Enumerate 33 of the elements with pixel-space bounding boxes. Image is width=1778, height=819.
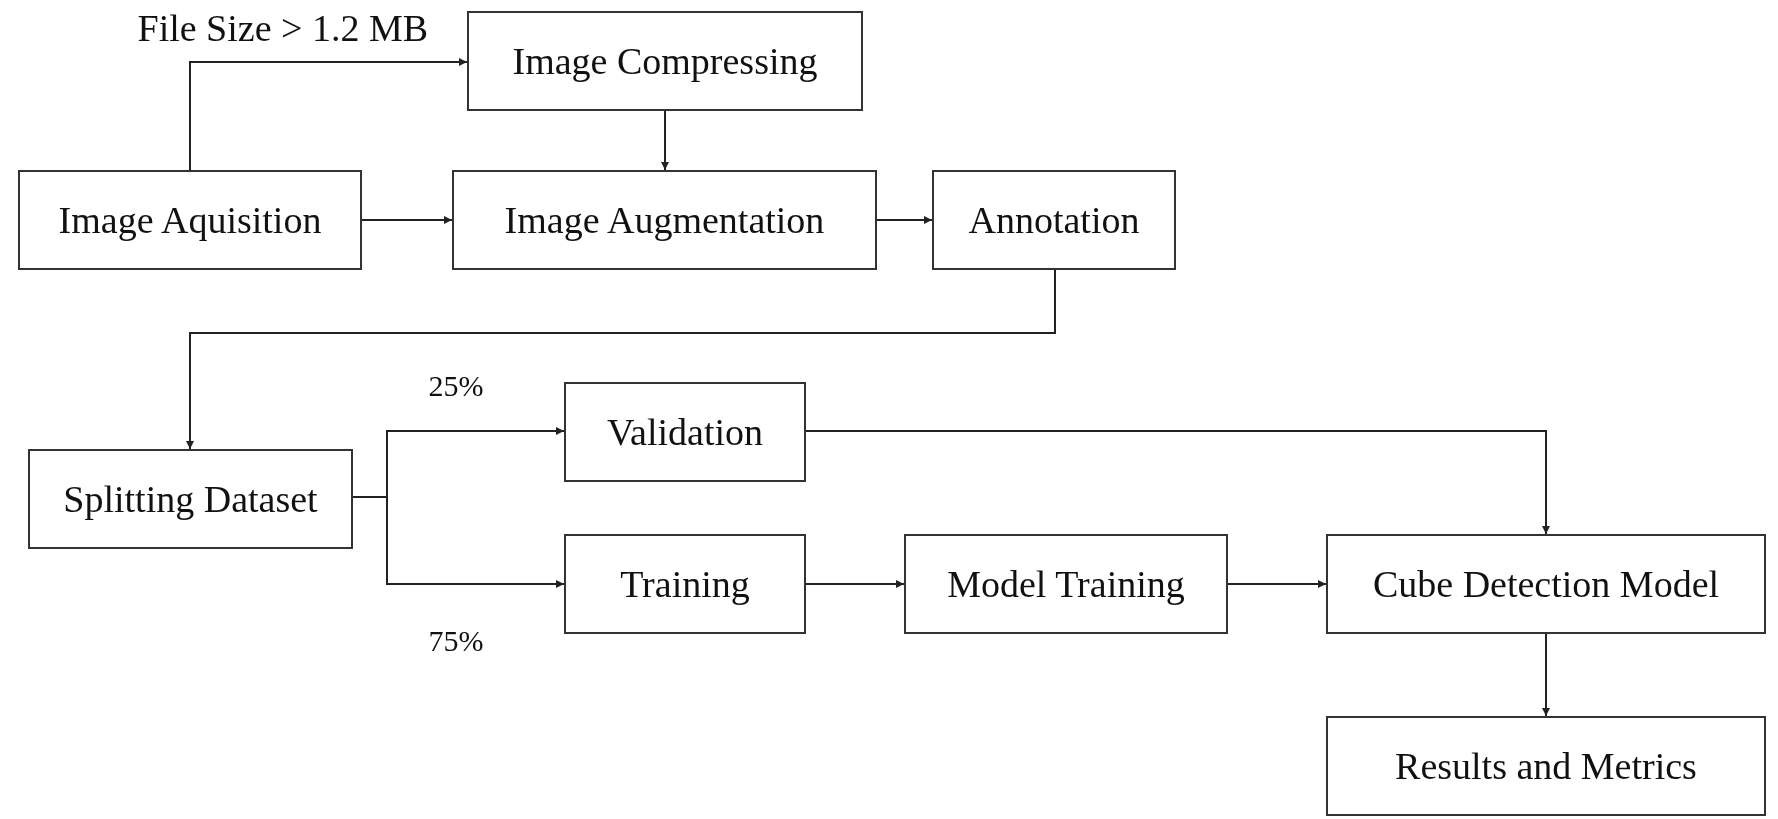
process-box xyxy=(932,170,1176,270)
arrow xyxy=(186,269,1056,450)
process-box xyxy=(467,11,863,111)
box-label: Validation xyxy=(606,410,764,454)
edge-label: 75% xyxy=(428,626,484,656)
box-label: Results and Metrics xyxy=(1395,744,1697,788)
arrow xyxy=(361,216,453,224)
arrow xyxy=(1227,580,1327,588)
arrow xyxy=(189,58,468,171)
edge-label: File Size > 1.2 MB xyxy=(137,9,429,47)
process-box xyxy=(564,382,806,482)
edge-label: 25% xyxy=(428,371,484,401)
process-box xyxy=(904,534,1228,634)
box-label: Cube Detection Model xyxy=(1372,562,1720,606)
box-label: Annotation xyxy=(968,198,1140,242)
box-label: Image Augmentation xyxy=(504,198,825,242)
arrow xyxy=(876,216,933,224)
process-box xyxy=(18,170,362,270)
process-box xyxy=(452,170,877,270)
process-box xyxy=(564,534,806,634)
box-label: Training xyxy=(620,562,750,606)
box-label: Image Aquisition xyxy=(58,198,322,242)
process-box xyxy=(1326,716,1766,816)
arrow xyxy=(1542,633,1550,717)
arrow xyxy=(661,110,669,171)
process-box xyxy=(28,449,353,549)
box-label: Splitting Dataset xyxy=(63,477,318,521)
arrow xyxy=(352,496,565,588)
process-box xyxy=(1326,534,1766,634)
box-label: Image Compressing xyxy=(512,39,818,83)
box-label: Model Training xyxy=(947,562,1185,606)
arrow xyxy=(805,430,1550,535)
arrow xyxy=(805,580,905,588)
